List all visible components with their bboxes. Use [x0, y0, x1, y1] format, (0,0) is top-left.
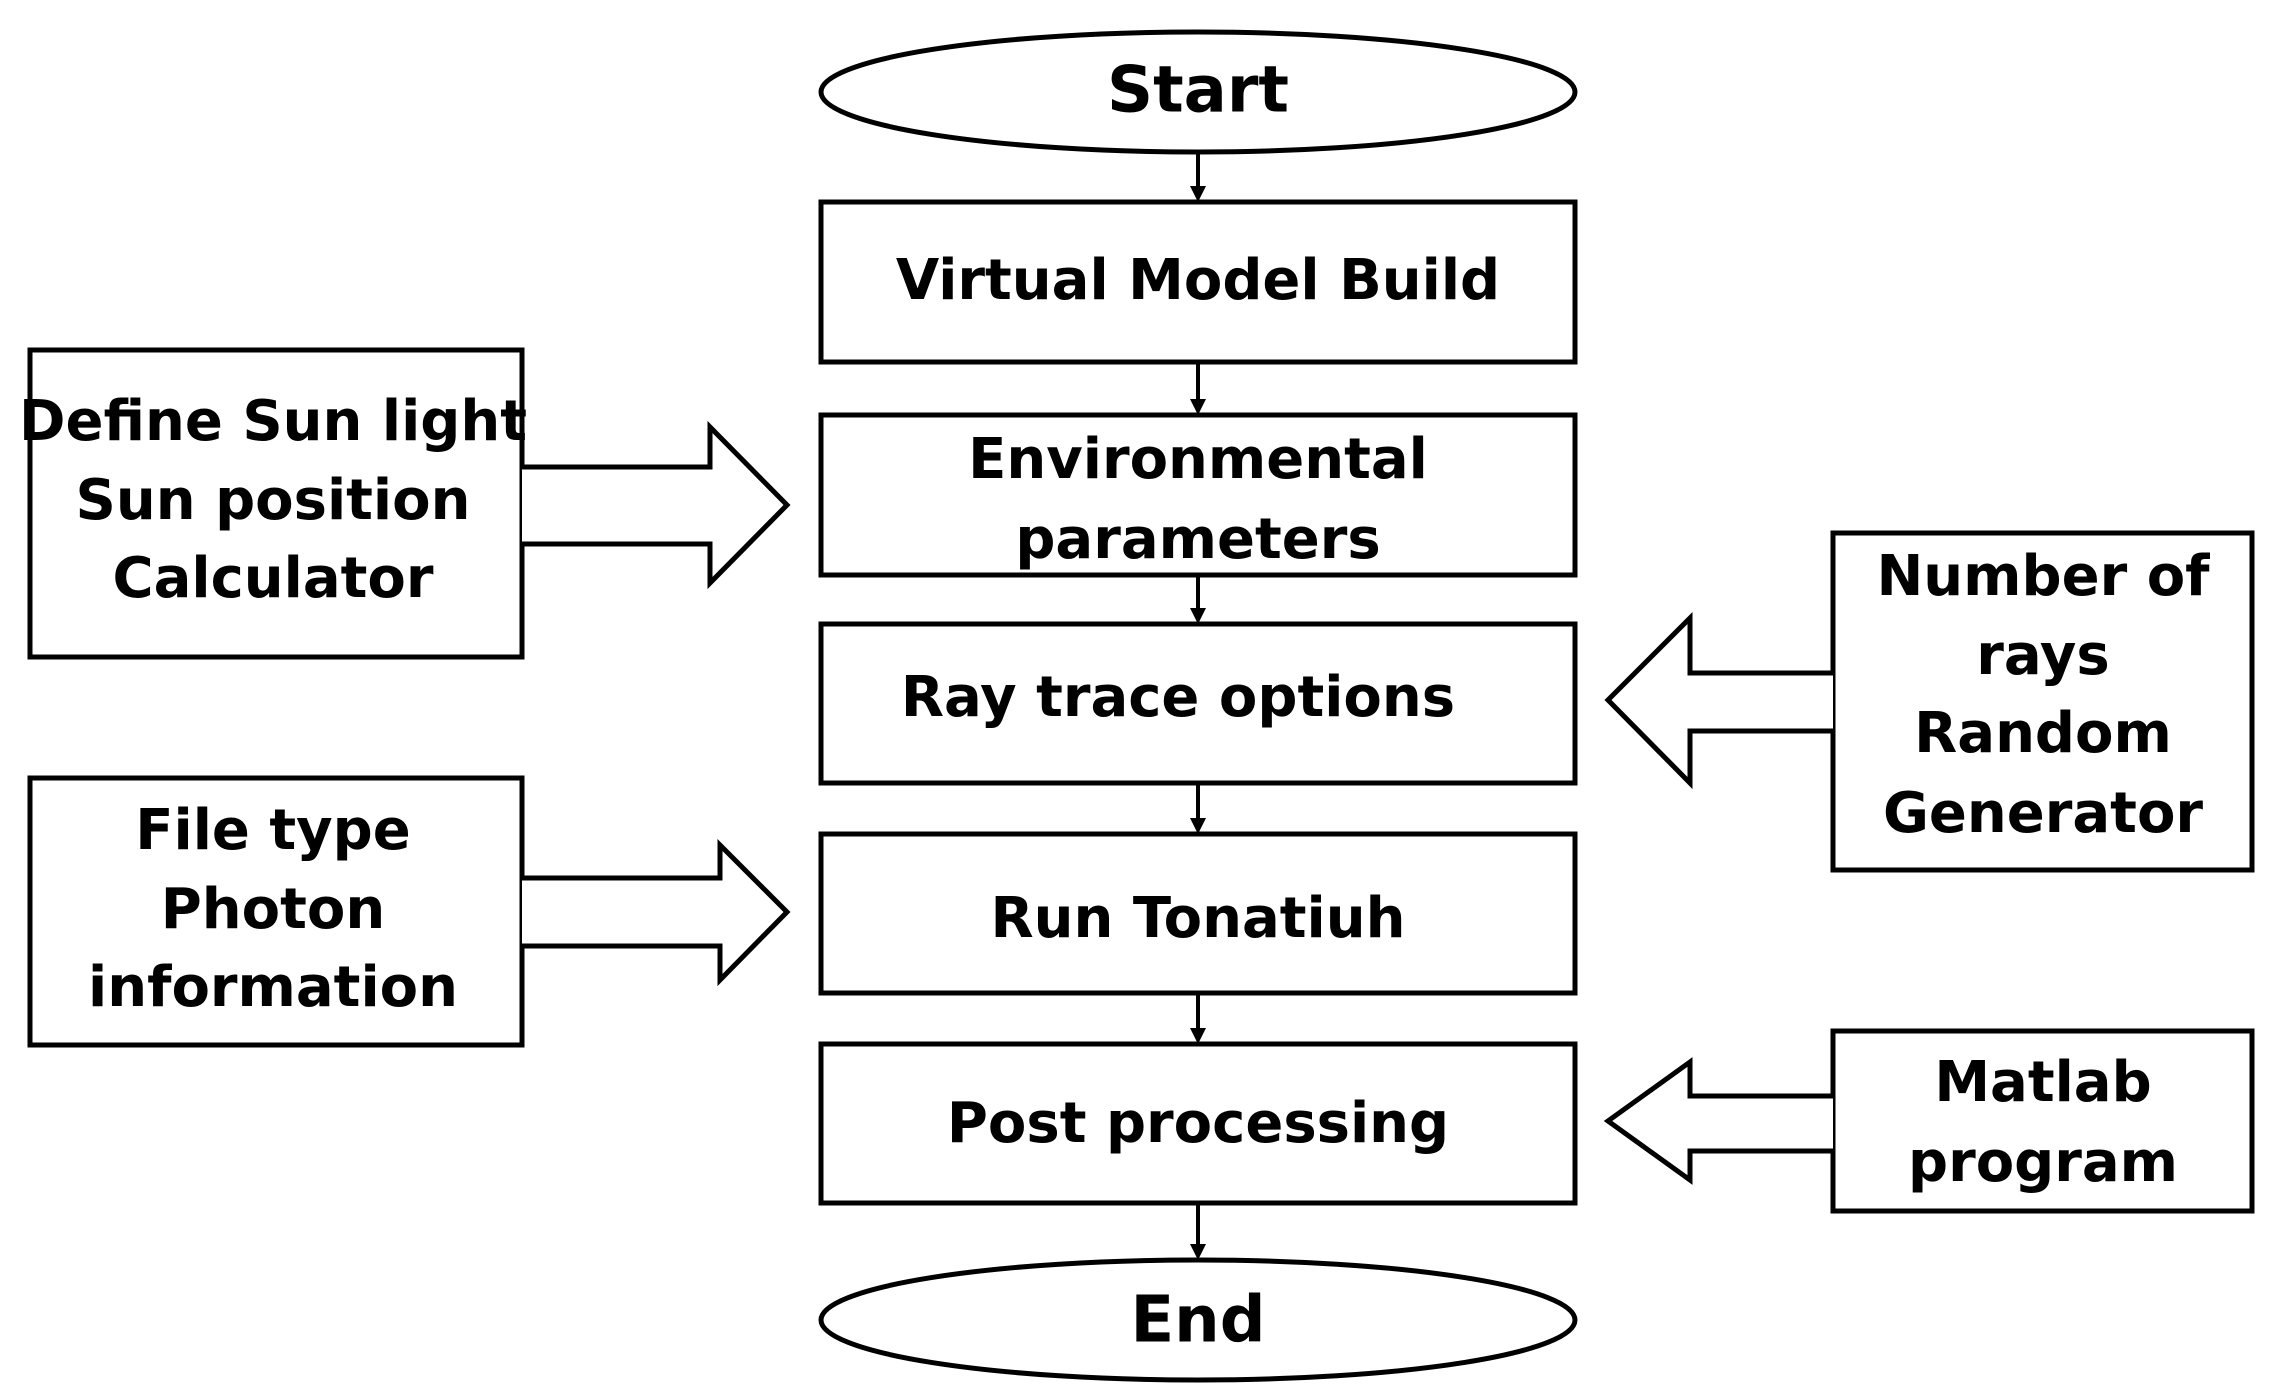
- block-arrow-left-icon: [1603, 1057, 1833, 1185]
- input-sun-light: Define Sun light Sun position Calculator: [19, 347, 791, 660]
- flow-connectors: [1190, 153, 1206, 1260]
- input-label-line-1: Matlab: [1934, 1050, 2151, 1115]
- block-arrow-right: [27, 347, 525, 660]
- process-step-ray-trace-options: Ray trace options: [818, 621, 1578, 786]
- step-label: Run Tonatiuh: [991, 886, 1406, 951]
- input-label-line-2: program: [1908, 1130, 2178, 1195]
- process-step-post-processing: Post processing: [818, 1041, 1578, 1206]
- input-matlab-program: Matlab program: [1603, 1028, 2255, 1214]
- input-label-line-1: Define Sun light: [19, 389, 527, 454]
- start-terminator: Start: [818, 29, 1578, 155]
- end-label: End: [1130, 1284, 1265, 1358]
- input-label-line-3: Random: [1914, 701, 2172, 766]
- block-arrow-right-icon: [522, 420, 791, 590]
- input-label-line-2: rays: [1976, 623, 2110, 688]
- step-label: Post processing: [947, 1091, 1449, 1156]
- input-label-line-4: Generator: [1883, 781, 2203, 846]
- block-arrow-right-icon: [522, 838, 791, 987]
- step-label: Virtual Model Build: [896, 248, 1500, 313]
- process-step-environmental-parameters: Environmental parameters: [818, 412, 1578, 578]
- process-step-run-tonatiuh: Run Tonatiuh: [818, 831, 1578, 996]
- start-label: Start: [1107, 54, 1289, 128]
- input-label-line-2: Photon: [161, 877, 386, 942]
- block-arrow-left-icon: [1604, 611, 1833, 790]
- input-label-line-3: information: [88, 955, 458, 1020]
- end-terminator: End: [818, 1257, 1578, 1383]
- step-label-line-2: parameters: [1015, 507, 1380, 572]
- input-number-of-rays: Number of rays Random Generator: [1604, 530, 2255, 873]
- step-label: Ray trace options: [901, 665, 1455, 730]
- input-file-type: File type Photon information: [27, 775, 791, 1048]
- input-label-line-1: Number of: [1876, 544, 2210, 609]
- process-step-virtual-model-build: Virtual Model Build: [818, 199, 1578, 365]
- step-label-line-1: Environmental: [968, 427, 1428, 492]
- input-label-line-2: Sun position: [76, 468, 471, 533]
- input-label-line-3: Calculator: [113, 546, 434, 611]
- input-label-line-1: File type: [135, 798, 410, 863]
